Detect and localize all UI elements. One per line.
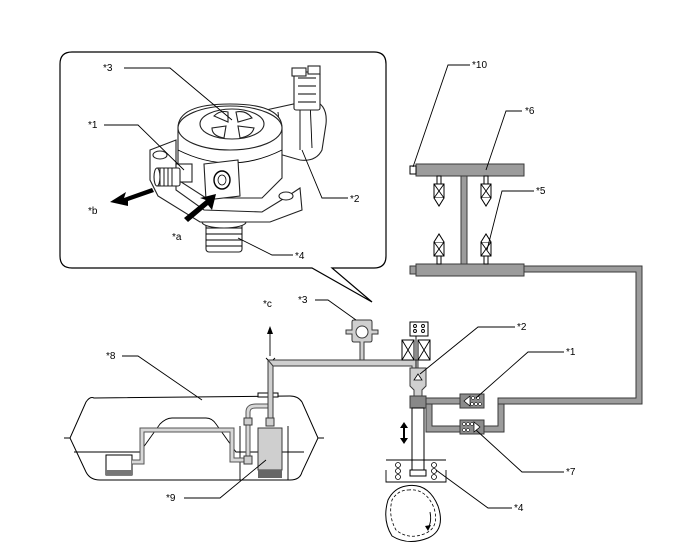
pump-schematic: *2 *1 *7 *4 <box>385 321 576 542</box>
fuel-inlet-port <box>213 170 231 190</box>
relief-valve <box>459 419 485 435</box>
injector <box>480 175 492 207</box>
fuel-rail-upper <box>415 163 525 177</box>
spill-valve-solenoid <box>265 65 327 161</box>
label-plunger-schematic: *4 <box>514 503 524 514</box>
label-damper-schematic: *3 <box>298 295 308 306</box>
fuel-tank-assembly: *8 *9 *3 *c <box>64 295 419 504</box>
injector <box>433 175 445 207</box>
plunger-motion-arrow <box>400 422 408 444</box>
label-inlet-flow: *a <box>172 232 182 243</box>
label-to-engine: *c <box>263 299 272 310</box>
label-fuel-pump: *9 <box>166 493 176 504</box>
high-pressure-line <box>497 265 643 405</box>
fuel-pressure-sensor <box>409 165 417 175</box>
fuel-rail-lower <box>415 263 525 277</box>
pump-flange <box>149 139 303 223</box>
pulsation-damper-symbol <box>345 319 379 361</box>
low-pressure-line <box>266 359 419 381</box>
pump-callout: *3 *1 *2 *4 *a *b <box>59 51 387 303</box>
label-solenoid: *2 <box>350 194 360 205</box>
injector <box>480 233 492 265</box>
plunger <box>411 407 425 471</box>
label-relief-valve: *7 <box>566 467 576 478</box>
label-outlet-flow: *b <box>88 206 98 217</box>
fuel-outlet-port <box>153 163 193 187</box>
injector <box>433 233 445 265</box>
spring <box>395 462 437 480</box>
fuel-inlet-arrow <box>184 194 216 222</box>
label-injector: *5 <box>536 186 546 197</box>
label-damper: *3 <box>103 63 113 74</box>
label-outlet: *1 <box>88 120 98 131</box>
fuel-outlet-arrow <box>110 188 154 206</box>
label-spill-valve: *2 <box>517 322 527 333</box>
return-arrow-up <box>267 326 273 334</box>
label-pressure-sensor: *10 <box>472 60 487 71</box>
cam <box>385 484 441 542</box>
label-fuel-rail: *6 <box>525 106 535 117</box>
label-fuel-tank: *8 <box>106 351 116 362</box>
label-plunger: *4 <box>295 251 305 262</box>
label-check-valve: *1 <box>566 347 576 358</box>
pulsation-damper <box>199 108 265 140</box>
fuel-rail-assembly: *10 *6 *5 <box>409 60 643 405</box>
spill-valve-schematic <box>401 321 431 399</box>
check-valve <box>459 393 485 409</box>
high-pressure-pump-illustration <box>149 65 327 253</box>
